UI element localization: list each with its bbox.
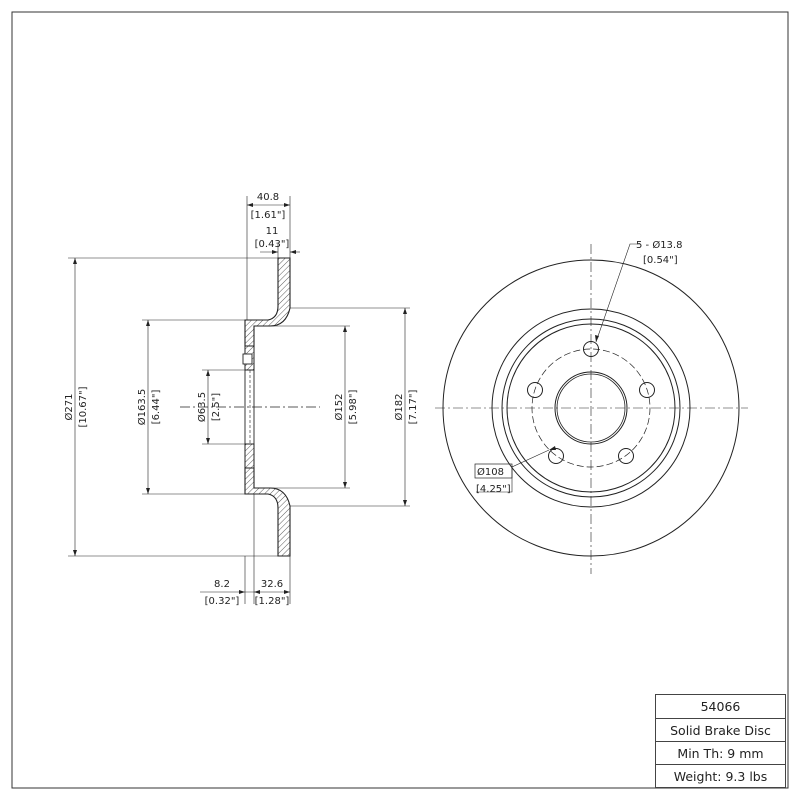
front-view-labels: 5 - Ø13.8 [0.54"] Ø108 [4.25"] bbox=[476, 239, 682, 495]
hat-thickness-mm-label: 11 bbox=[266, 226, 279, 237]
center-bore-label: Ø63.5 bbox=[196, 392, 208, 422]
offset-right-label: 32.6 bbox=[261, 579, 283, 590]
bolt-stud bbox=[242, 353, 253, 365]
section-top bbox=[244, 257, 291, 347]
bolt-hole bbox=[527, 382, 543, 398]
bolt-hole bbox=[639, 382, 655, 398]
part-number: 54066 bbox=[700, 699, 741, 714]
drawing-border bbox=[11, 11, 789, 789]
outer-diameter-inch-label: [10.67"] bbox=[78, 386, 89, 427]
hat-diameter-label: Ø163.5 bbox=[136, 389, 148, 426]
bolt-holes-inch-label: [0.54"] bbox=[643, 255, 678, 266]
bolt-hole bbox=[548, 448, 564, 464]
bolt-holes-label: 5 - Ø13.8 bbox=[636, 239, 682, 251]
offset-left-label: 8.2 bbox=[214, 579, 230, 590]
dimension-arrows bbox=[73, 203, 407, 594]
inner-hat-inch-label: [5.98"] bbox=[348, 390, 359, 425]
min-thickness: Min Th: 9 mm bbox=[656, 741, 785, 764]
front-arrows bbox=[549, 335, 599, 450]
hub-face-lower bbox=[244, 443, 255, 469]
width-inch-label: [1.61"] bbox=[251, 210, 286, 221]
bolt-circle-inch-label: [4.25"] bbox=[476, 484, 511, 495]
section-bottom bbox=[244, 467, 291, 557]
offset-right-inch-label: [1.28"] bbox=[255, 596, 290, 607]
friction-inner-label: Ø182 bbox=[393, 394, 405, 421]
part-description: Solid Brake Disc bbox=[656, 718, 785, 741]
bolt-circle-label-box bbox=[474, 463, 513, 479]
hat-thickness-inch-label: [0.43"] bbox=[255, 239, 290, 250]
outer-diameter-label: Ø271 bbox=[63, 394, 75, 421]
friction-inner-inch-label: [7.17"] bbox=[408, 390, 419, 425]
center-bore-inch-label: [2.5"] bbox=[211, 393, 222, 421]
side-section-view bbox=[68, 196, 410, 604]
offset-left-inch-label: [0.32"] bbox=[205, 596, 240, 607]
inner-hat-label: Ø152 bbox=[333, 394, 345, 421]
side-view-labels: 40.8 [1.61"] 11 [0.43"] Ø271 [10.67"] Ø1… bbox=[63, 192, 419, 607]
bolt-circle-label: Ø108 bbox=[477, 466, 504, 478]
width-mm-label: 40.8 bbox=[257, 192, 279, 203]
bolt-hole bbox=[618, 448, 634, 464]
hat-diameter-inch-label: [6.44"] bbox=[151, 390, 162, 425]
front-view bbox=[435, 243, 748, 574]
title-block: 54066 Solid Brake Disc Min Th: 9 mm Weig… bbox=[655, 694, 786, 788]
weight: Weight: 9.3 lbs bbox=[656, 764, 785, 787]
